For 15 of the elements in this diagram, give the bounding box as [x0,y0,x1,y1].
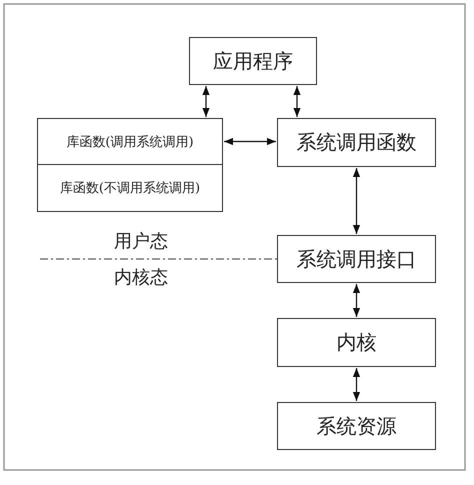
double-arrow [202,86,210,117]
mode-label: 用户态 [114,230,168,253]
process-box: 系统调用函数 [277,118,436,167]
process-box: 应用程序 [189,37,317,85]
double-arrow [352,368,360,401]
process-box: 内核 [277,318,436,367]
process-box: 系统资源 [277,402,436,450]
mode-label: 内核态 [114,266,168,289]
library-function-box: 库函数(不调用系统调用) [37,164,223,212]
double-arrow [352,168,360,234]
double-arrow [293,86,301,117]
process-box: 系统调用接口 [277,235,436,283]
double-arrow [352,284,360,317]
library-function-box: 库函数(调用系统调用) [37,118,223,165]
double-arrow [224,138,276,146]
